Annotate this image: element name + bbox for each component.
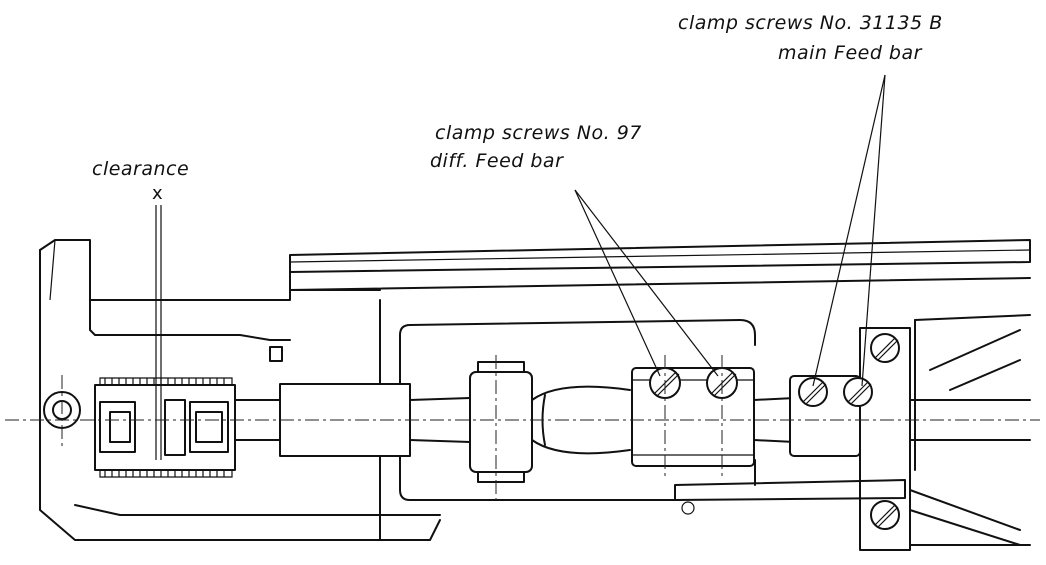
clearance-label: clearance xyxy=(92,158,190,180)
bracket-screw-lower xyxy=(870,500,900,530)
left-mechanism xyxy=(43,205,283,478)
bracket-screw-upper xyxy=(870,333,900,363)
centerlines xyxy=(5,355,1040,500)
leader-lines xyxy=(574,74,886,387)
main-feed-bar-label: main Feed bar xyxy=(778,42,922,64)
diff-screws-label: clamp screws No. 97 xyxy=(435,122,642,144)
main-screws-label: clamp screws No. 31135 B xyxy=(678,12,943,34)
diff-feed-bar-label: diff. Feed bar xyxy=(430,150,564,172)
inner-chamber xyxy=(399,314,1031,501)
main-clamp-screw-1 xyxy=(798,377,828,407)
clearance-mark: x xyxy=(152,183,164,204)
universal-joint xyxy=(469,361,631,483)
main-clamp-screw-2 xyxy=(843,377,873,407)
main-feed-bar-block xyxy=(674,327,1031,551)
